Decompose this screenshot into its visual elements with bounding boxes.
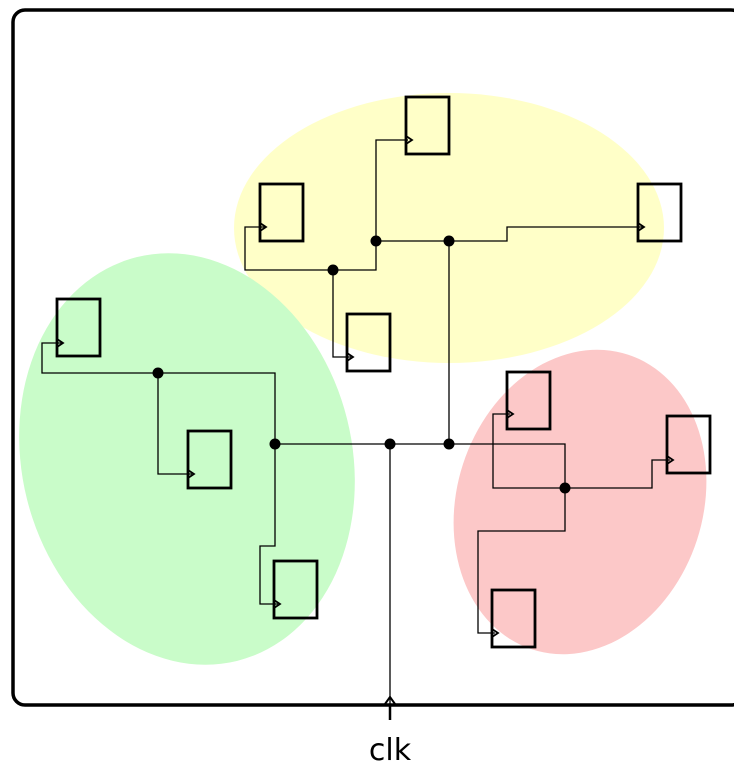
yellow-cluster-region [234, 93, 664, 363]
clock-pin-triangle [56, 338, 65, 348]
junction-dot [327, 264, 339, 276]
clock-input-pin [384, 695, 396, 720]
clock-pin-triangle [506, 409, 515, 419]
junction-dot [443, 235, 455, 247]
clock-pin-triangle [491, 628, 500, 638]
flip-flop-box [404, 95, 451, 156]
flip-flop-box [345, 312, 392, 373]
clock-pin-triangle [666, 455, 675, 465]
flip-flop-box [505, 370, 552, 431]
flip-flops [55, 95, 712, 649]
flip-flop-box [665, 414, 712, 475]
flip-flop-box [55, 297, 102, 358]
junction-dot [559, 482, 571, 494]
clock-pin-triangle [346, 352, 355, 362]
clock-pin-triangle [637, 222, 646, 232]
clock-wires [41, 139, 670, 705]
clock-pin-triangle [405, 135, 414, 145]
junction-dot [370, 235, 382, 247]
flip-flop-box [490, 588, 537, 649]
flip-flop-box [186, 429, 233, 490]
flip-flop-box [258, 182, 305, 243]
junction-dots [152, 235, 571, 494]
junction-dot [443, 438, 455, 450]
clock-pin-triangle [273, 599, 282, 609]
clock-label: clk [369, 733, 412, 764]
flip-flop-box [636, 182, 683, 243]
clock-pin-triangle [259, 222, 268, 232]
clock-pin-triangles [56, 135, 675, 638]
junction-dot [269, 438, 281, 450]
chip-frame [11, 8, 734, 707]
red-cluster-region [453, 349, 707, 655]
junction-dot [152, 367, 164, 379]
junction-dot [384, 438, 396, 450]
clock-pin-triangle [187, 469, 196, 479]
flip-flop-box [272, 559, 319, 620]
